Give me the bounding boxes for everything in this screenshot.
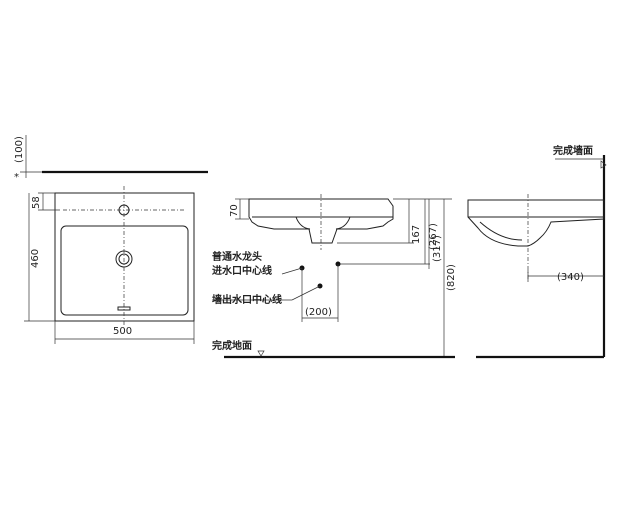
dim-820: (820) — [446, 264, 457, 291]
dim-167: 167 — [411, 225, 422, 244]
label-wall-outlet: 墙出水口中心线 — [212, 293, 282, 306]
dim-267: (267) — [428, 223, 439, 250]
dim-200: (200) — [305, 307, 332, 318]
dim-width-500: 500 — [113, 326, 132, 337]
basin-outline — [54, 192, 195, 322]
side-basin-body — [467, 199, 605, 247]
dim-rim-70: 70 — [229, 204, 240, 217]
label-finished-wall: 完成墙面 — [553, 144, 593, 157]
side-view: 完成墙面 (340) — [467, 144, 607, 359]
dim-317: (317) — [432, 235, 443, 262]
dim-clearance-100: (100) — [14, 136, 25, 163]
front-view: 70 167 (267) (317) (820) 普通水龙头 进水口中心线 墙出… — [212, 194, 457, 359]
dim-depth-460: 460 — [30, 249, 41, 268]
label-finished-floor: 完成地面 — [212, 339, 252, 352]
dim-340: (340) — [557, 272, 584, 283]
basin-bowl — [60, 225, 189, 316]
dim-tap-offset-58: 58 — [31, 196, 42, 209]
clearance-marker: * — [14, 172, 19, 183]
front-basin-body — [248, 198, 394, 244]
label-faucet-inlet-2: 进水口中心线 — [212, 264, 272, 277]
label-faucet-inlet-1: 普通水龙头 — [212, 250, 262, 263]
plan-view: * (100) 58 460 500 — [14, 135, 208, 344]
